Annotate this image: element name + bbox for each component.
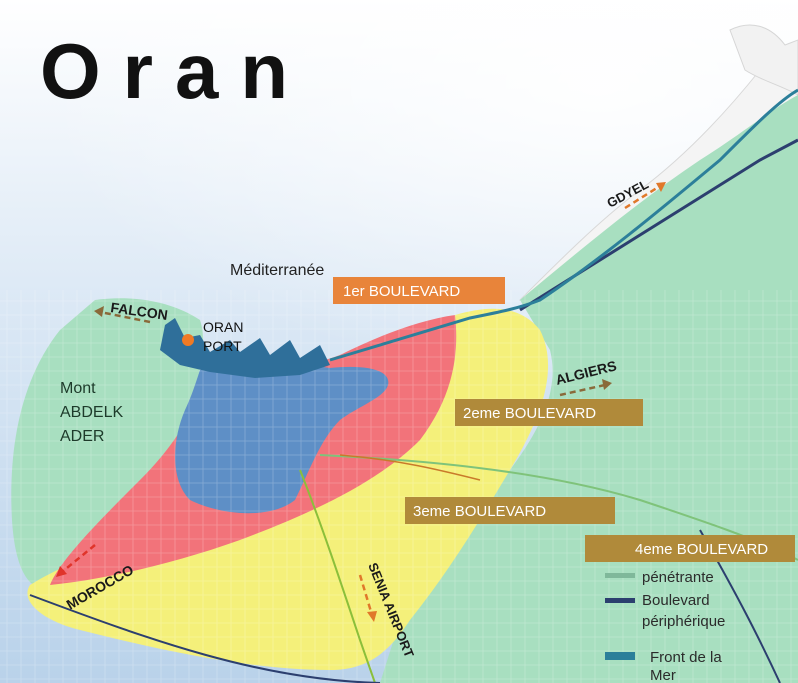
direction-falcon: FALCON [110, 299, 169, 323]
senia-arrow [358, 574, 374, 616]
boulevard-2-box [455, 399, 643, 426]
algiers-arrowhead [602, 379, 612, 390]
sea-label: Méditerranée [230, 262, 324, 279]
boulevard-3-box [405, 497, 615, 524]
falcon-arrowhead [94, 306, 104, 317]
gdyel-arrow [624, 184, 661, 210]
port-area [160, 318, 330, 378]
gdyel-arrowhead [656, 182, 666, 192]
legend-penetrante-swatch [605, 573, 635, 578]
senia-arrowhead [367, 611, 377, 622]
map-title: Oran [40, 27, 310, 115]
boulevard-4-label: 4eme BOULEVARD [635, 541, 768, 558]
legend-periph-swatch [605, 598, 635, 603]
street-texture [0, 290, 798, 683]
boulevard-1-box [333, 277, 505, 304]
algiers-arrow [559, 383, 606, 397]
mont-label-line2: ABDELK [60, 404, 123, 421]
legend-front-line1: Front de la [650, 649, 722, 666]
ring-road-inner [339, 454, 481, 481]
morocco-arrow [61, 544, 96, 573]
legend: pénétrante Boulevard périphérique Front … [605, 569, 725, 683]
falcon-arrow [99, 310, 151, 324]
front-de-mer [329, 88, 798, 362]
cape-urban [729, 24, 798, 96]
port-marker [182, 334, 194, 346]
legend-front-swatch [605, 652, 635, 660]
mont-label-line1: Mont [60, 380, 96, 397]
boulevard-3-label: 3eme BOULEVARD [413, 503, 546, 520]
legend-periph-line2: périphérique [642, 613, 725, 630]
legend-penetrante-label: pénétrante [642, 569, 714, 586]
penetrante-road-south [299, 469, 376, 683]
legend-periph-line1: Boulevard [642, 592, 710, 609]
boulevard-2-label: 2eme BOULEVARD [463, 405, 596, 422]
boulevard-1-label: 1er BOULEVARD [343, 283, 460, 300]
boulevard-peripherique-south [29, 594, 381, 683]
legend-front-line2: Mer [650, 667, 676, 683]
boulevard-4-box [585, 535, 795, 562]
port-label-line1: ORAN [203, 319, 243, 335]
morocco-arrowhead [56, 566, 67, 577]
mont-label-line3: ADER [60, 428, 104, 445]
port-label-line2: PORT [203, 338, 242, 354]
